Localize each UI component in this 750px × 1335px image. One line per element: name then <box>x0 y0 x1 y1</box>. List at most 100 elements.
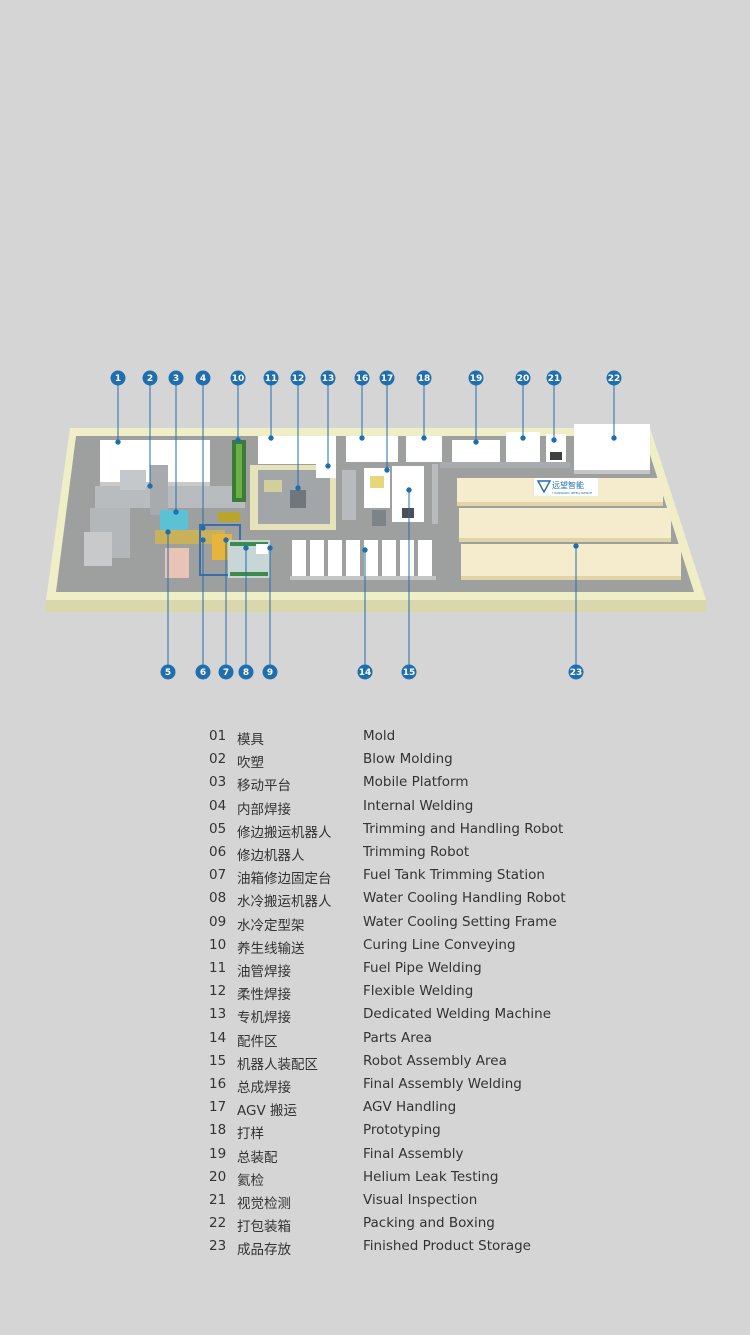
legend-label-cn: 配件区 <box>237 1033 278 1050</box>
leader-dot <box>268 435 274 441</box>
legend-number: 20 <box>209 1168 227 1185</box>
marker-label: 8 <box>243 668 249 678</box>
marker-label: 3 <box>173 374 179 384</box>
legend-label-cn: 油管焊接 <box>237 964 291 980</box>
robot-assembly-station <box>392 464 438 524</box>
legend-number: 19 <box>209 1145 227 1162</box>
marker-1: 1 <box>110 370 126 386</box>
marker-label: 21 <box>548 374 561 384</box>
legend-number: 09 <box>209 913 227 930</box>
leader-dot <box>325 463 331 469</box>
marker-label: 13 <box>322 374 335 384</box>
leader-dot <box>611 435 617 441</box>
marker-circle <box>195 370 211 386</box>
legend-label-cn: 柔性焊接 <box>237 987 291 1004</box>
leader-dot <box>362 547 368 553</box>
legend-label-en: Dedicated Welding Machine <box>363 1006 552 1023</box>
marker-4: 4 <box>195 370 211 386</box>
marker-label: 18 <box>418 374 431 384</box>
legend-label-en: Mobile Platform <box>363 774 469 791</box>
legend-label-cn: 机器人装配区 <box>237 1056 318 1073</box>
marker-15: 15 <box>401 664 417 680</box>
marker-circle <box>320 370 336 386</box>
legend-row: 09 水冷定型架 Water Cooling Setting Frame <box>209 914 609 936</box>
leader-dot <box>551 437 557 443</box>
legend-label-en: Water Cooling Setting Frame <box>363 913 557 930</box>
finished-product-storage: 远望智能 YUANWANG INTELLIGENCE <box>457 478 681 580</box>
legend-label-en: Mold <box>363 728 396 744</box>
marker-circle <box>401 664 417 680</box>
legend-label-en: Visual Inspection <box>363 1192 478 1208</box>
brand-logo-badge <box>534 478 598 496</box>
legend-label-cn: 水冷定型架 <box>237 917 305 934</box>
marker-20: 20 <box>515 370 531 386</box>
marker-circle <box>160 664 176 680</box>
legend-label-cn: 修边机器人 <box>237 848 305 864</box>
marker-label: 15 <box>403 668 416 678</box>
leader-lines <box>115 378 617 672</box>
legend-label-en: Blow Molding <box>363 751 453 768</box>
legend-label-cn: 移动平台 <box>237 778 291 795</box>
legend-label-cn: AGV 搬运 <box>237 1103 297 1120</box>
marker-22: 22 <box>606 370 622 386</box>
marker-label: 2 <box>147 374 153 384</box>
marker-circle <box>568 664 584 680</box>
marker-label: 14 <box>359 668 372 678</box>
legend-number: 13 <box>209 1006 227 1023</box>
legend-label-en: Parts Area <box>363 1029 433 1046</box>
legend-number: 22 <box>209 1215 227 1232</box>
legend-number: 14 <box>209 1029 227 1046</box>
marker-circle <box>195 664 211 680</box>
marker-3: 3 <box>168 370 184 386</box>
marker-2: 2 <box>142 370 158 386</box>
leader-dot <box>295 485 301 491</box>
marker-label: 12 <box>292 374 305 384</box>
marker-label: 23 <box>570 668 583 678</box>
legend-number: 15 <box>209 1052 227 1069</box>
leader-dot <box>573 543 579 549</box>
marker-label: 4 <box>200 374 206 384</box>
leader-dot <box>235 437 241 443</box>
parts-area-racks <box>290 540 436 580</box>
marker-label: 20 <box>517 374 530 384</box>
leader-dot <box>223 537 229 543</box>
leader-dot <box>267 545 273 551</box>
marker-label: 6 <box>200 668 206 678</box>
legend-label-cn: 修边搬运机器人 <box>237 824 332 841</box>
leader-dot <box>165 529 171 535</box>
trimming-cell <box>155 510 270 578</box>
welding-area <box>250 436 398 530</box>
marker-circle <box>357 664 373 680</box>
leader-dot <box>421 435 427 441</box>
legend-label-cn: 打包装箱 <box>237 1219 291 1236</box>
marker-12: 12 <box>290 370 306 386</box>
legend-number: 23 <box>209 1238 227 1255</box>
marker-circle <box>546 370 562 386</box>
marker-label: 17 <box>381 374 394 384</box>
legend-label-en: Fuel Pipe Welding <box>363 960 482 976</box>
marker-circle <box>263 370 279 386</box>
legend-number: 08 <box>209 890 227 907</box>
legend-label-en: Final Assembly Welding <box>363 1076 522 1092</box>
marker-label: 19 <box>470 374 483 384</box>
marker-circle <box>379 370 395 386</box>
marker-9: 9 <box>262 664 278 680</box>
marker-circle <box>416 370 432 386</box>
marker-6: 6 <box>195 664 211 680</box>
marker-14: 14 <box>357 664 373 680</box>
marker-circle <box>606 370 622 386</box>
leader-dot <box>520 435 526 441</box>
legend-number: 12 <box>209 983 227 1000</box>
legend-number: 21 <box>209 1192 227 1208</box>
marker-label: 11 <box>265 374 278 384</box>
